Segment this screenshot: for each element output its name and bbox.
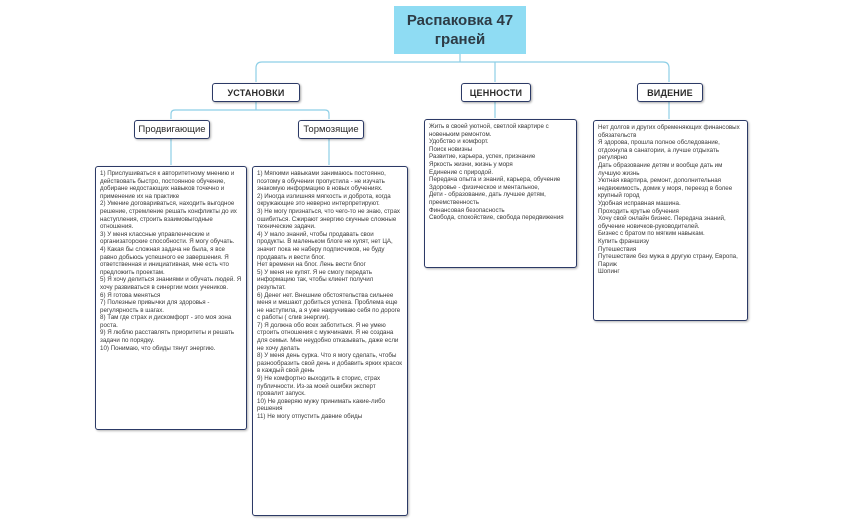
list-item: 9) Не комфортно выходить в сторис, страх…	[257, 375, 381, 398]
tormozyashchie-box: 1) Мягкими навыками занимаюсь постоянно,…	[252, 166, 408, 516]
list-item: Я здорова, прошла полное обследование, о…	[598, 139, 720, 162]
list-item: 7) Полезные привычки для здоровья - регу…	[100, 299, 210, 314]
list-item: 10) Понимаю, что обиды тянут энергию.	[100, 344, 216, 352]
list-item: Бизнес с братом по мягким навыкам.	[598, 230, 705, 238]
subcategory-tormozyashchie: Тормозящие	[298, 120, 364, 139]
list-item: 5) У меня не купят. Я не смогу передать …	[257, 268, 374, 291]
list-item: Передача опыта и знаний, карьера, обучен…	[429, 176, 561, 184]
list-item: Купить франшизу	[598, 237, 649, 245]
list-item: Нет времени на блог. Лень вести блог	[257, 261, 366, 269]
list-item: Уютная квартира, ремонт, дополнительная …	[598, 177, 733, 200]
subcategory-prodvigayushchie-label: Продвигающие	[138, 124, 206, 135]
subcategory-prodvigayushchie: Продвигающие	[134, 120, 210, 139]
list-item: 6) Я готова меняться	[100, 291, 161, 299]
list-item: Путешествия	[598, 245, 637, 253]
list-item: Яркость жизни, жизнь у моря	[429, 160, 513, 168]
list-item: Путешествие без мужа в другую страну, Ев…	[598, 253, 738, 268]
prodvigayushchie-box: 1) Прислушиваться к авторитетному мнению…	[95, 166, 247, 430]
list-item: 4) Какая бы сложная задача не была, я вс…	[100, 245, 229, 276]
category-videnie: ВИДЕНИЕ	[637, 83, 703, 102]
list-item: 8) У меня день сурка. Что я могу сделать…	[257, 352, 402, 375]
subcategory-tormozyashchie-label: Тормозящие	[303, 124, 359, 135]
list-item: Проходить крутые обучения	[598, 207, 679, 215]
list-item: 2) Иногда излишняя мягкость и доброта, к…	[257, 192, 391, 208]
list-item: Удобная исправная машина.	[598, 199, 681, 207]
list-item: Финансовая безопасность	[429, 206, 505, 214]
list-item: Жить в своей уютной, светлой квартире с …	[429, 123, 549, 138]
root-title: Распаковка 47 граней	[394, 6, 526, 54]
list-item: Свобода, спокойствие, свобода передвижен…	[429, 214, 564, 222]
list-item: Шопинг	[598, 268, 620, 276]
list-item: 2) Умение договариваться, находить выгод…	[100, 200, 237, 231]
list-item: Развитие, карьера, успех, признание	[429, 153, 536, 161]
category-cennosti-label: ЦЕННОСТИ	[469, 87, 523, 98]
list-item: 10) Не доверяю мужу принимать какие-либо…	[257, 397, 386, 413]
category-ustanovki-label: УСТАНОВКИ	[227, 87, 285, 98]
list-item: 4) У мало знаний, чтобы продавать свои п…	[257, 230, 393, 261]
list-item: 9) Я люблю расставлять приоритеты и реша…	[100, 329, 235, 345]
list-item: Удобство и комфорт.	[429, 138, 489, 146]
list-item: Дать образование детям и вообще дать им …	[598, 161, 723, 177]
category-videnie-label: ВИДЕНИЕ	[647, 87, 693, 98]
list-item: Здоровье - физическое и ментальное,	[429, 183, 540, 191]
list-item: 11) Не могу отпустить давние обиды	[257, 413, 363, 420]
cennosti-box: Жить в своей уютной, светлой квартире с …	[424, 119, 577, 268]
list-item: Хочу свой онлайн бизнес. Передача знаний…	[598, 215, 726, 230]
list-item: 3) Не могу признаться, что чего-то не зн…	[257, 207, 400, 231]
category-ustanovki: УСТАНОВКИ	[212, 83, 300, 102]
list-item: Поиск новизны	[429, 145, 473, 153]
list-item: Нет долгов и других обременяющих финансо…	[598, 124, 740, 139]
list-item: 1) Мягкими навыками занимаюсь постоянно,…	[257, 170, 386, 193]
list-item: 8) Там где страх и дискомфорт - это моя …	[100, 314, 232, 329]
root-title-text: Распаковка 47 граней	[406, 12, 514, 48]
videnie-box: Нет долгов и других обременяющих финансо…	[593, 120, 748, 321]
list-item: 3) У меня классные управленческие и орга…	[100, 230, 235, 246]
list-item: Дети - образование, дать лучшее детям, п…	[429, 191, 546, 206]
list-item: 1) Прислушиваться к авторитетному мнению…	[100, 170, 235, 200]
list-item: 7) Я должна обо всех заботиться. Я не ум…	[257, 321, 399, 352]
list-item: 6) Денег нет. Внешние обстоятельства сил…	[257, 291, 401, 322]
list-item: 5) Я хочу делиться знаниями и обучать лю…	[100, 276, 242, 291]
list-item: Единение с природой.	[429, 168, 494, 176]
category-cennosti: ЦЕННОСТИ	[461, 83, 531, 102]
